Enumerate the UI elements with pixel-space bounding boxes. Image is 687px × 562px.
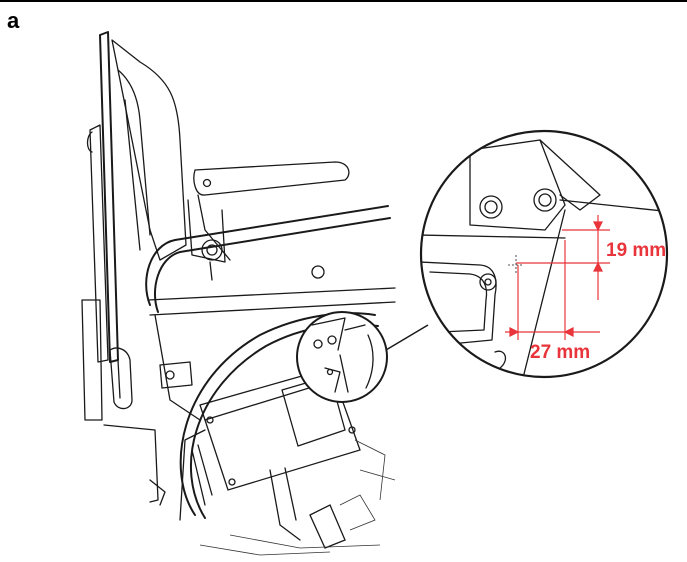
seat-back (81, 31, 187, 421)
dimension-19mm: 19 mm (606, 240, 666, 261)
figure-label: a (7, 8, 20, 33)
dimension-27mm: 27 mm (530, 342, 590, 363)
dimension-lines (505, 215, 610, 340)
control-box (179, 367, 361, 521)
callout-leader-line (385, 324, 429, 351)
detail-callout-small (296, 311, 388, 403)
top-rule (0, 0, 687, 2)
detail-callout-large (419, 129, 669, 379)
frame-tube (145, 205, 396, 316)
